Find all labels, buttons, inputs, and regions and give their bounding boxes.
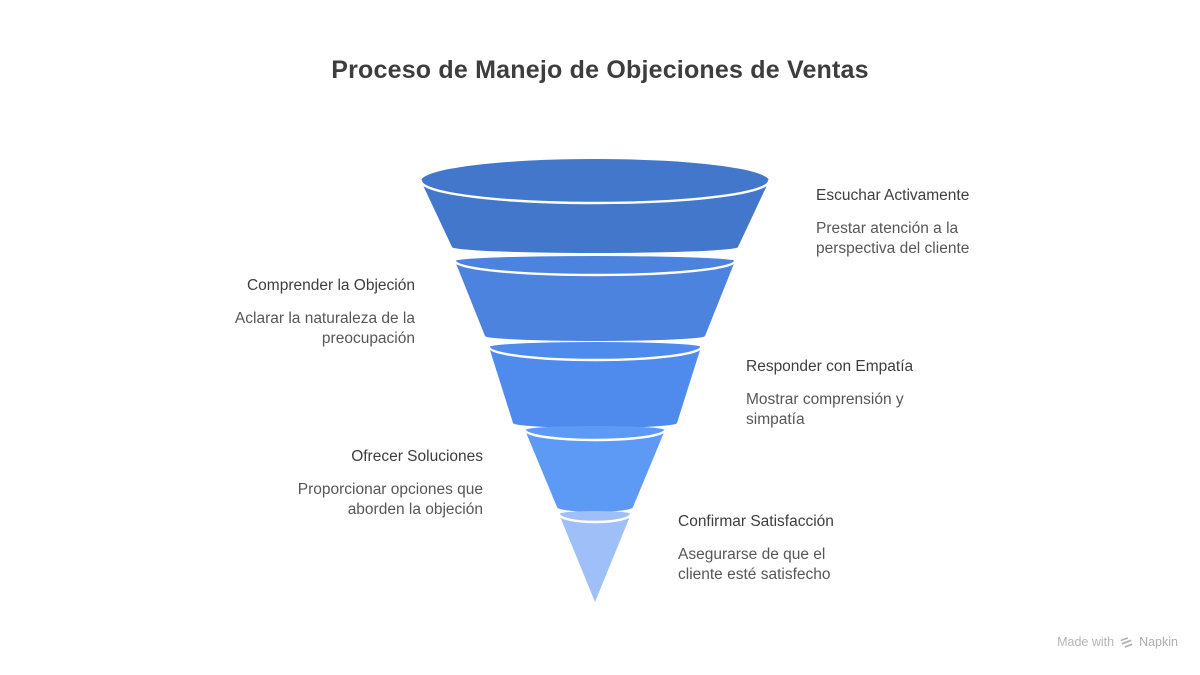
stage-description: Aclarar la naturaleza de la preocupación	[234, 310, 415, 347]
funnel-stage-3-shape	[489, 342, 701, 428]
stage-description: Prestar atención a la perspectiva del cl…	[816, 220, 970, 257]
stage-heading: Comprender la Objeción	[246, 277, 415, 294]
stage-heading: Ofrecer Soluciones	[351, 448, 483, 465]
napkin-logo-icon	[1120, 637, 1133, 648]
made-with-napkin-branding: Made with Napkin	[1057, 635, 1178, 649]
funnel-stage-5-rim-highlight	[557, 512, 633, 524]
stage-label-confirmar-satisfaccion: Confirmar Satisfacción Asegurarse de que…	[678, 512, 863, 585]
stage-description: Proporcionar opciones que aborden la obj…	[297, 481, 483, 518]
page-title: Proceso de Manejo de Objeciones de Venta…	[331, 56, 869, 84]
stage-heading: Confirmar Satisfacción	[678, 513, 834, 530]
stage-label-ofrecer-soluciones: Ofrecer Soluciones Proporcionar opciones…	[268, 447, 483, 520]
stage-heading: Escuchar Activamente	[816, 187, 970, 204]
made-with-text: Made with	[1057, 635, 1115, 649]
funnel-stage-5-shape	[559, 511, 631, 602]
napkin-brand-text: Napkin	[1139, 635, 1178, 649]
funnel-stage-4-rim-highlight	[523, 428, 667, 442]
funnel-stage-2-shape	[455, 256, 735, 341]
stage-label-comprender-la-objecion: Comprender la Objeción Aclarar la natura…	[185, 276, 415, 349]
funnel-stage-1-shape	[421, 159, 769, 253]
stage-heading: Responder con Empatía	[746, 358, 914, 375]
stage-label-responder-con-empatia: Responder con Empatía Mostrar comprensió…	[746, 357, 941, 430]
funnel-stage-4-shape	[525, 426, 665, 512]
funnel-stage-2-rim-highlight	[453, 259, 737, 277]
stage-label-escuchar-activamente: Escuchar Activamente Prestar atención a …	[816, 186, 1001, 259]
funnel-stage-3-rim-highlight	[487, 345, 703, 362]
stage-description: Asegurarse de que el cliente esté satisf…	[678, 546, 831, 583]
stage-description: Mostrar comprensión y simpatía	[746, 391, 904, 428]
funnel-stage-1-rim-highlight	[419, 179, 771, 205]
